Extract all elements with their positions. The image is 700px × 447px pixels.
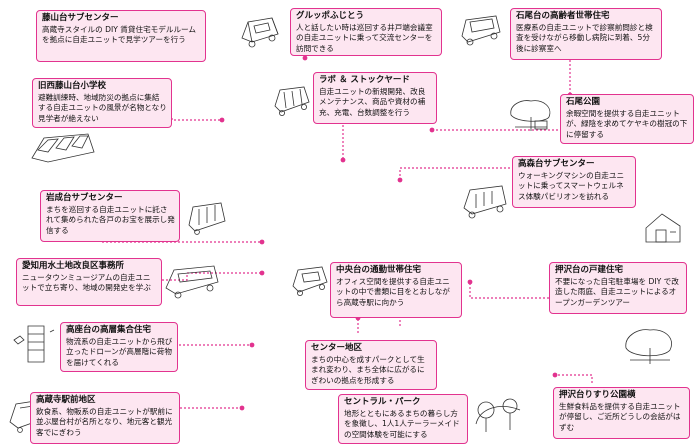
- ishiodai-elderly-box: 石尾台の高齢者世帯住宅 医療系の自走ユニットで診察前問診と検査を受けながら移動し…: [510, 8, 662, 60]
- vehicle-sketch-icon: [241, 17, 279, 48]
- station-front-box: 高蔵寺駅前地区 飲食系、物販系の自走ユニットが駅前に並ぶ屋台村が名所となり、地元…: [30, 392, 180, 444]
- box-title: 旧西藤山台小学校: [38, 81, 107, 91]
- box-title: 高蔵寺駅前地区: [36, 395, 96, 405]
- takakura-highrise-box: 高座台の高層集合住宅 物流系の自走ユニットから飛び立ったドローンが高層階に荷物を…: [60, 322, 178, 372]
- location-dot-iwanari: [259, 239, 265, 245]
- box-title: グルッポふじとう: [296, 11, 365, 21]
- office-vehicle-sketch-icon: [292, 266, 328, 296]
- central-park-box: セントラル・パーク 地形とともにあるまちの暮らし方を象徴し、1人1人テーラーメイ…: [338, 394, 468, 444]
- oshizawa-house-box: 押沢台の戸建住宅 不要になった自宅駐車場を DIY で改造した雨庭、自走ユニット…: [549, 262, 687, 314]
- box-description: 物流系の自走ユニットから飛び立ったドローンが高層階に荷物を届けてくれる: [66, 337, 173, 367]
- box-description: 余暇空間を提供する自走ユニットが、緑陰を求めてケヤキの樹冠の下に停留する: [566, 109, 688, 139]
- location-dot-rinyu: [552, 372, 558, 378]
- building-sketch-icon: [188, 202, 226, 235]
- box-description: まちを巡回する自走ユニットに託されて集められた各戸のお宝を展示し発信する: [46, 205, 175, 235]
- museum-vehicle-sketch-icon: [165, 265, 219, 299]
- box-title: 押沢台りすり公園横: [559, 390, 636, 400]
- group-fujitou-box: グルッポふじとう 人と話したい時は巡回する井戸端会議室の自走ユニットに乗って交流…: [290, 8, 442, 56]
- walking-machine-sketch-icon: [463, 185, 507, 219]
- location-dot-station: [239, 405, 245, 411]
- iwanari-subcenter-box: 岩成台サブセンター まちを巡回する自走ユニットに託されて集められた各戸のお宝を展…: [40, 190, 180, 242]
- box-title: 高座台の高層集合住宅: [66, 325, 152, 335]
- connector-rinyu: [555, 374, 593, 383]
- box-title: ラボ ＆ ストックヤード: [319, 75, 410, 85]
- connector-oshizawa: [469, 282, 549, 299]
- old-fujiyama-school-box: 旧西藤山台小学校 避難訓練時、地域防災の拠点に集結する自走ユニットの風景が名物と…: [32, 78, 172, 128]
- connector-takamori: [399, 167, 510, 180]
- park-sketch-icon: [475, 398, 521, 432]
- box-description: オフィス空間を提供する自走ユニットの中で書類に目をとおしながら高蔵寺駅に向かう: [336, 277, 450, 307]
- box-description: 自走ユニットの新規開発、改良メンテナンス、商品や資材の補充、充電、台数調整を行う: [319, 87, 426, 117]
- box-description: 高蔵寺スタイルの DIY 賃貸住宅モデルルームを拠点に自走ユニットで見学ツアーを…: [42, 25, 197, 45]
- lab-stockyard-box: ラボ ＆ ストックヤード 自走ユニットの新規開発、改良メンテナンス、商品や資材の…: [313, 72, 437, 124]
- box-title: 石尾公園: [566, 97, 601, 107]
- oshizawa-rinyu-park-box: 押沢台りすり公園横 生鮮食料品を提供する自走ユニットが停留し、ご近所どうしの会話…: [553, 387, 690, 439]
- vehicle-sketch-icon: [461, 15, 501, 46]
- box-description: 飲食系、物販系の自走ユニットが駅前に並ぶ屋台村が名所となり、地元客と観光客でにぎ…: [36, 407, 173, 437]
- highrise-sketch-icon: [13, 325, 55, 363]
- box-description: ウォーキングマシンの自走ユニットに乗ってスマートウェルネス体験パビリオンを訪れる: [518, 171, 625, 201]
- box-title: 岩成台サブセンター: [46, 193, 123, 203]
- vehicles-group-sketch-icon: [31, 133, 95, 163]
- location-dot-oshizawa: [467, 279, 473, 285]
- box-description: ニュータウンミュージアムの自走ユニットで立ち寄り、地域の開発史を学ぶ: [22, 273, 151, 293]
- garden-sketch-icon: [625, 329, 672, 364]
- box-title: センター地区: [311, 343, 363, 353]
- takamori-subcenter-box: 高森台サブセンター ウォーキングマシンの自走ユニットに乗ってスマートウェルネス体…: [512, 156, 636, 208]
- chuodai-commuter-box: 中央台の通勤世帯住宅 オフィス空間を提供する自走ユニットの中で書類に目をとおしな…: [330, 262, 462, 318]
- ishio-park-box: 石尾公園 余暇空間を提供する自走ユニットが、緑陰を求めてケヤキの樹冠の下に停留す…: [560, 94, 694, 144]
- box-title: 愛知用水土地改良区事務所: [22, 261, 125, 271]
- box-title: 押沢台の戸建住宅: [555, 265, 624, 275]
- location-dot-ishio-park: [429, 127, 435, 133]
- center-district-box: センター地区 まちの中心を成すパークとして生まれ変わり、まち全体に広がるにぎわい…: [305, 340, 437, 390]
- location-dot-group: [302, 55, 308, 61]
- location-dot-lab: [340, 157, 346, 163]
- aichi-water-office-box: 愛知用水土地改良区事務所 ニュータウンミュージアムの自走ユニットで立ち寄り、地域…: [16, 258, 162, 306]
- connector-aichi: [162, 272, 262, 281]
- box-title: 藤山台サブセンター: [42, 13, 119, 23]
- box-description: 人と話したい時は巡回する井戸端会議室の自走ユニットに乗って交流センターを訪問でき…: [296, 23, 433, 53]
- location-dot-old-school: [219, 117, 225, 123]
- box-description: 地形とともにあるまちの暮らし方を象徴し、1人1人テーラーメイドの空間体験を可能に…: [344, 409, 460, 439]
- box-title: セントラル・パーク: [344, 397, 421, 407]
- fujiyama-subcenter-box: 藤山台サブセンター 高蔵寺スタイルの DIY 賃貸住宅モデルルームを拠点に自走ユ…: [36, 10, 206, 62]
- box-description: まちの中心を成すパークとして生まれ変わり、まち全体に広がるにぎわいの拠点を形成す…: [311, 355, 425, 385]
- house-sketch-icon: [645, 213, 681, 243]
- box-description: 生鮮食料品を提供する自走ユニットが停留し、ご近所どうしの会話がはずむ: [559, 402, 681, 432]
- location-dot-aichi: [259, 270, 265, 276]
- vehicle-sketch-icon: [274, 86, 310, 116]
- tree-sketch-icon: [510, 100, 551, 131]
- box-description: 避難訓練時、地域防災の拠点に集結する自走ユニットの風景が名物となり見学者が絶えな…: [38, 93, 167, 123]
- box-title: 中央台の通勤世帯住宅: [336, 265, 422, 275]
- box-title: 高森台サブセンター: [518, 159, 595, 169]
- location-dot-takakura: [249, 342, 255, 348]
- box-description: 医療系の自走ユニットで診察前問診と検査を受けながら移動し病院に到着、5分後に診察…: [516, 23, 653, 53]
- box-description: 不要になった自宅駐車場を DIY で改造した雨庭、自走ユニットによるオープンガー…: [555, 277, 679, 307]
- box-title: 石尾台の高齢者世帯住宅: [516, 11, 610, 21]
- location-dot-takamori: [397, 177, 403, 183]
